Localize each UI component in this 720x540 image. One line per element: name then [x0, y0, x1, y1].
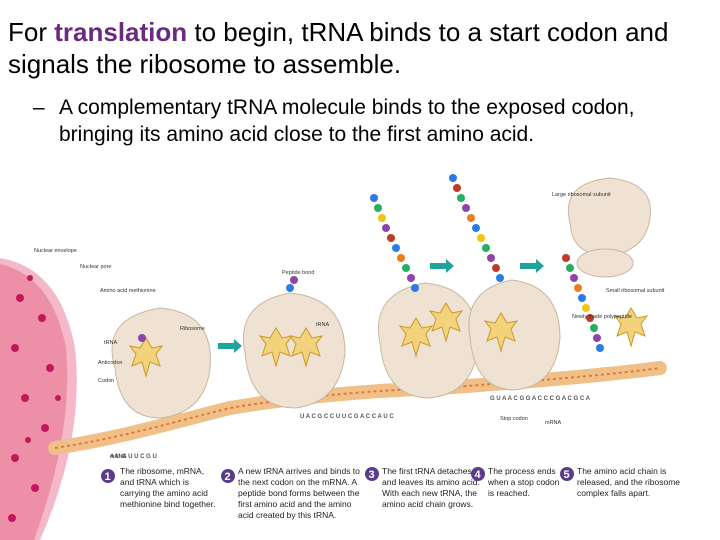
- nucleus: [0, 258, 77, 540]
- label-mrna-2: mRNA: [545, 420, 562, 426]
- trna-molecules: [128, 302, 649, 378]
- svg-text:1: 1: [105, 471, 111, 483]
- svg-text:The first tRNA detaches: The first tRNA detaches: [382, 466, 472, 476]
- svg-text:and leaves its amino acid.: and leaves its amino acid.: [382, 477, 480, 487]
- svg-text:The ribosome, mRNA,: The ribosome, mRNA,: [120, 466, 204, 476]
- svg-text:carrying the amino acid: carrying the amino acid: [120, 488, 208, 498]
- label-nuclear-envelope: Nuclear envelope: [34, 248, 77, 254]
- svg-text:5: 5: [564, 469, 570, 481]
- label-amino-acid-methionine: Amino acid methionine: [100, 288, 156, 294]
- svg-text:methionine bind together.: methionine bind together.: [120, 499, 215, 509]
- label-small-subunit: Small ribosomal subunit: [606, 288, 665, 294]
- label-newly-made-polypeptide: Newly made polypeptide: [572, 314, 632, 320]
- step-4: 4 The process ends when a stop codon is …: [471, 466, 560, 498]
- step-2: 2 A new tRNA arrives and binds to the ne…: [221, 466, 360, 520]
- label-codon: Codon: [98, 378, 114, 384]
- slide-headline: For translation to begin, tRNA binds to …: [8, 16, 708, 80]
- svg-text:when a stop codon: when a stop codon: [487, 477, 560, 487]
- svg-text:A U G U U C G U: A U G U U C G U: [110, 454, 157, 460]
- headline-prefix: For: [8, 17, 55, 47]
- label-large-subunit: Large ribosomal subunit: [552, 192, 611, 198]
- label-trna-2: tRNA: [316, 322, 329, 328]
- svg-text:acid created by this tRNA.: acid created by this tRNA.: [238, 510, 336, 520]
- translation-diagram: A U G U U C G U U A C G C C U U C G A C …: [0, 168, 720, 540]
- svg-text:U A C G C C U U C G A C C A U: U A C G C C U U C G A C C A U C: [300, 414, 394, 420]
- headline-suffix: to begin, tRNA binds to a start codon an…: [8, 17, 669, 79]
- label-mrna: mRNA: [110, 454, 127, 460]
- ribosome-4: [468, 279, 561, 391]
- process-arrows: [218, 259, 544, 353]
- step-1: 1 The ribosome, mRNA, and tRNA which is …: [101, 466, 215, 509]
- ribosome-subunits-separated: [567, 177, 651, 278]
- bullet-text: A complementary tRNA molecule binds to t…: [59, 96, 635, 146]
- label-trna: tRNA: [104, 340, 117, 346]
- svg-text:released, and the ribosome: released, and the ribosome: [577, 477, 680, 487]
- ribosome-1: [111, 307, 211, 419]
- svg-text:A new tRNA arrives and binds t: A new tRNA arrives and binds to: [238, 466, 360, 476]
- svg-text:3: 3: [369, 469, 375, 481]
- svg-text:amino acid chain grows.: amino acid chain grows.: [382, 499, 473, 509]
- svg-text:2: 2: [225, 471, 231, 483]
- svg-text:The process ends: The process ends: [488, 466, 556, 476]
- label-peptide-bond: Peptide bond: [282, 270, 314, 276]
- bullet-marker: –: [33, 96, 45, 119]
- svg-text:4: 4: [475, 469, 482, 481]
- step-5: 5 The amino acid chain is released, and …: [560, 466, 680, 498]
- amino-acid-chains: [138, 174, 604, 352]
- svg-text:The amino acid chain is: The amino acid chain is: [577, 466, 666, 476]
- label-nuclear-pore: Nuclear pore: [80, 264, 112, 270]
- svg-text:G U A A C G G A C C C G A C G: G U A A C G G A C C C G A C G C A: [490, 396, 591, 402]
- svg-text:is reached.: is reached.: [488, 488, 530, 498]
- mrna-strand: A U G U U C G U U A C G C C U U C G A C …: [48, 361, 667, 460]
- diagram-labels: Nuclear envelope Nuclear pore Amino acid…: [34, 192, 665, 460]
- label-anticodon: Anticodon: [98, 360, 122, 366]
- svg-text:peptide bond forms between the: peptide bond forms between the: [238, 488, 360, 498]
- label-ribosome: Ribosome: [180, 326, 205, 332]
- svg-text:With each new tRNA, the: With each new tRNA, the: [382, 488, 477, 498]
- sub-bullet: – A complementary tRNA molecule binds to…: [33, 94, 673, 148]
- svg-text:complex falls apart.: complex falls apart.: [577, 488, 650, 498]
- svg-text:and tRNA which is: and tRNA which is: [120, 477, 189, 487]
- svg-text:first amino acid and the amino: first amino acid and the amino: [238, 499, 352, 509]
- step-3: 3 The first tRNA detaches and leaves its…: [365, 466, 480, 509]
- headline-keyword: translation: [54, 17, 188, 47]
- label-stop-codon: Stop codon: [500, 416, 528, 422]
- svg-text:the next codon on the mRNA. A: the next codon on the mRNA. A: [238, 477, 357, 487]
